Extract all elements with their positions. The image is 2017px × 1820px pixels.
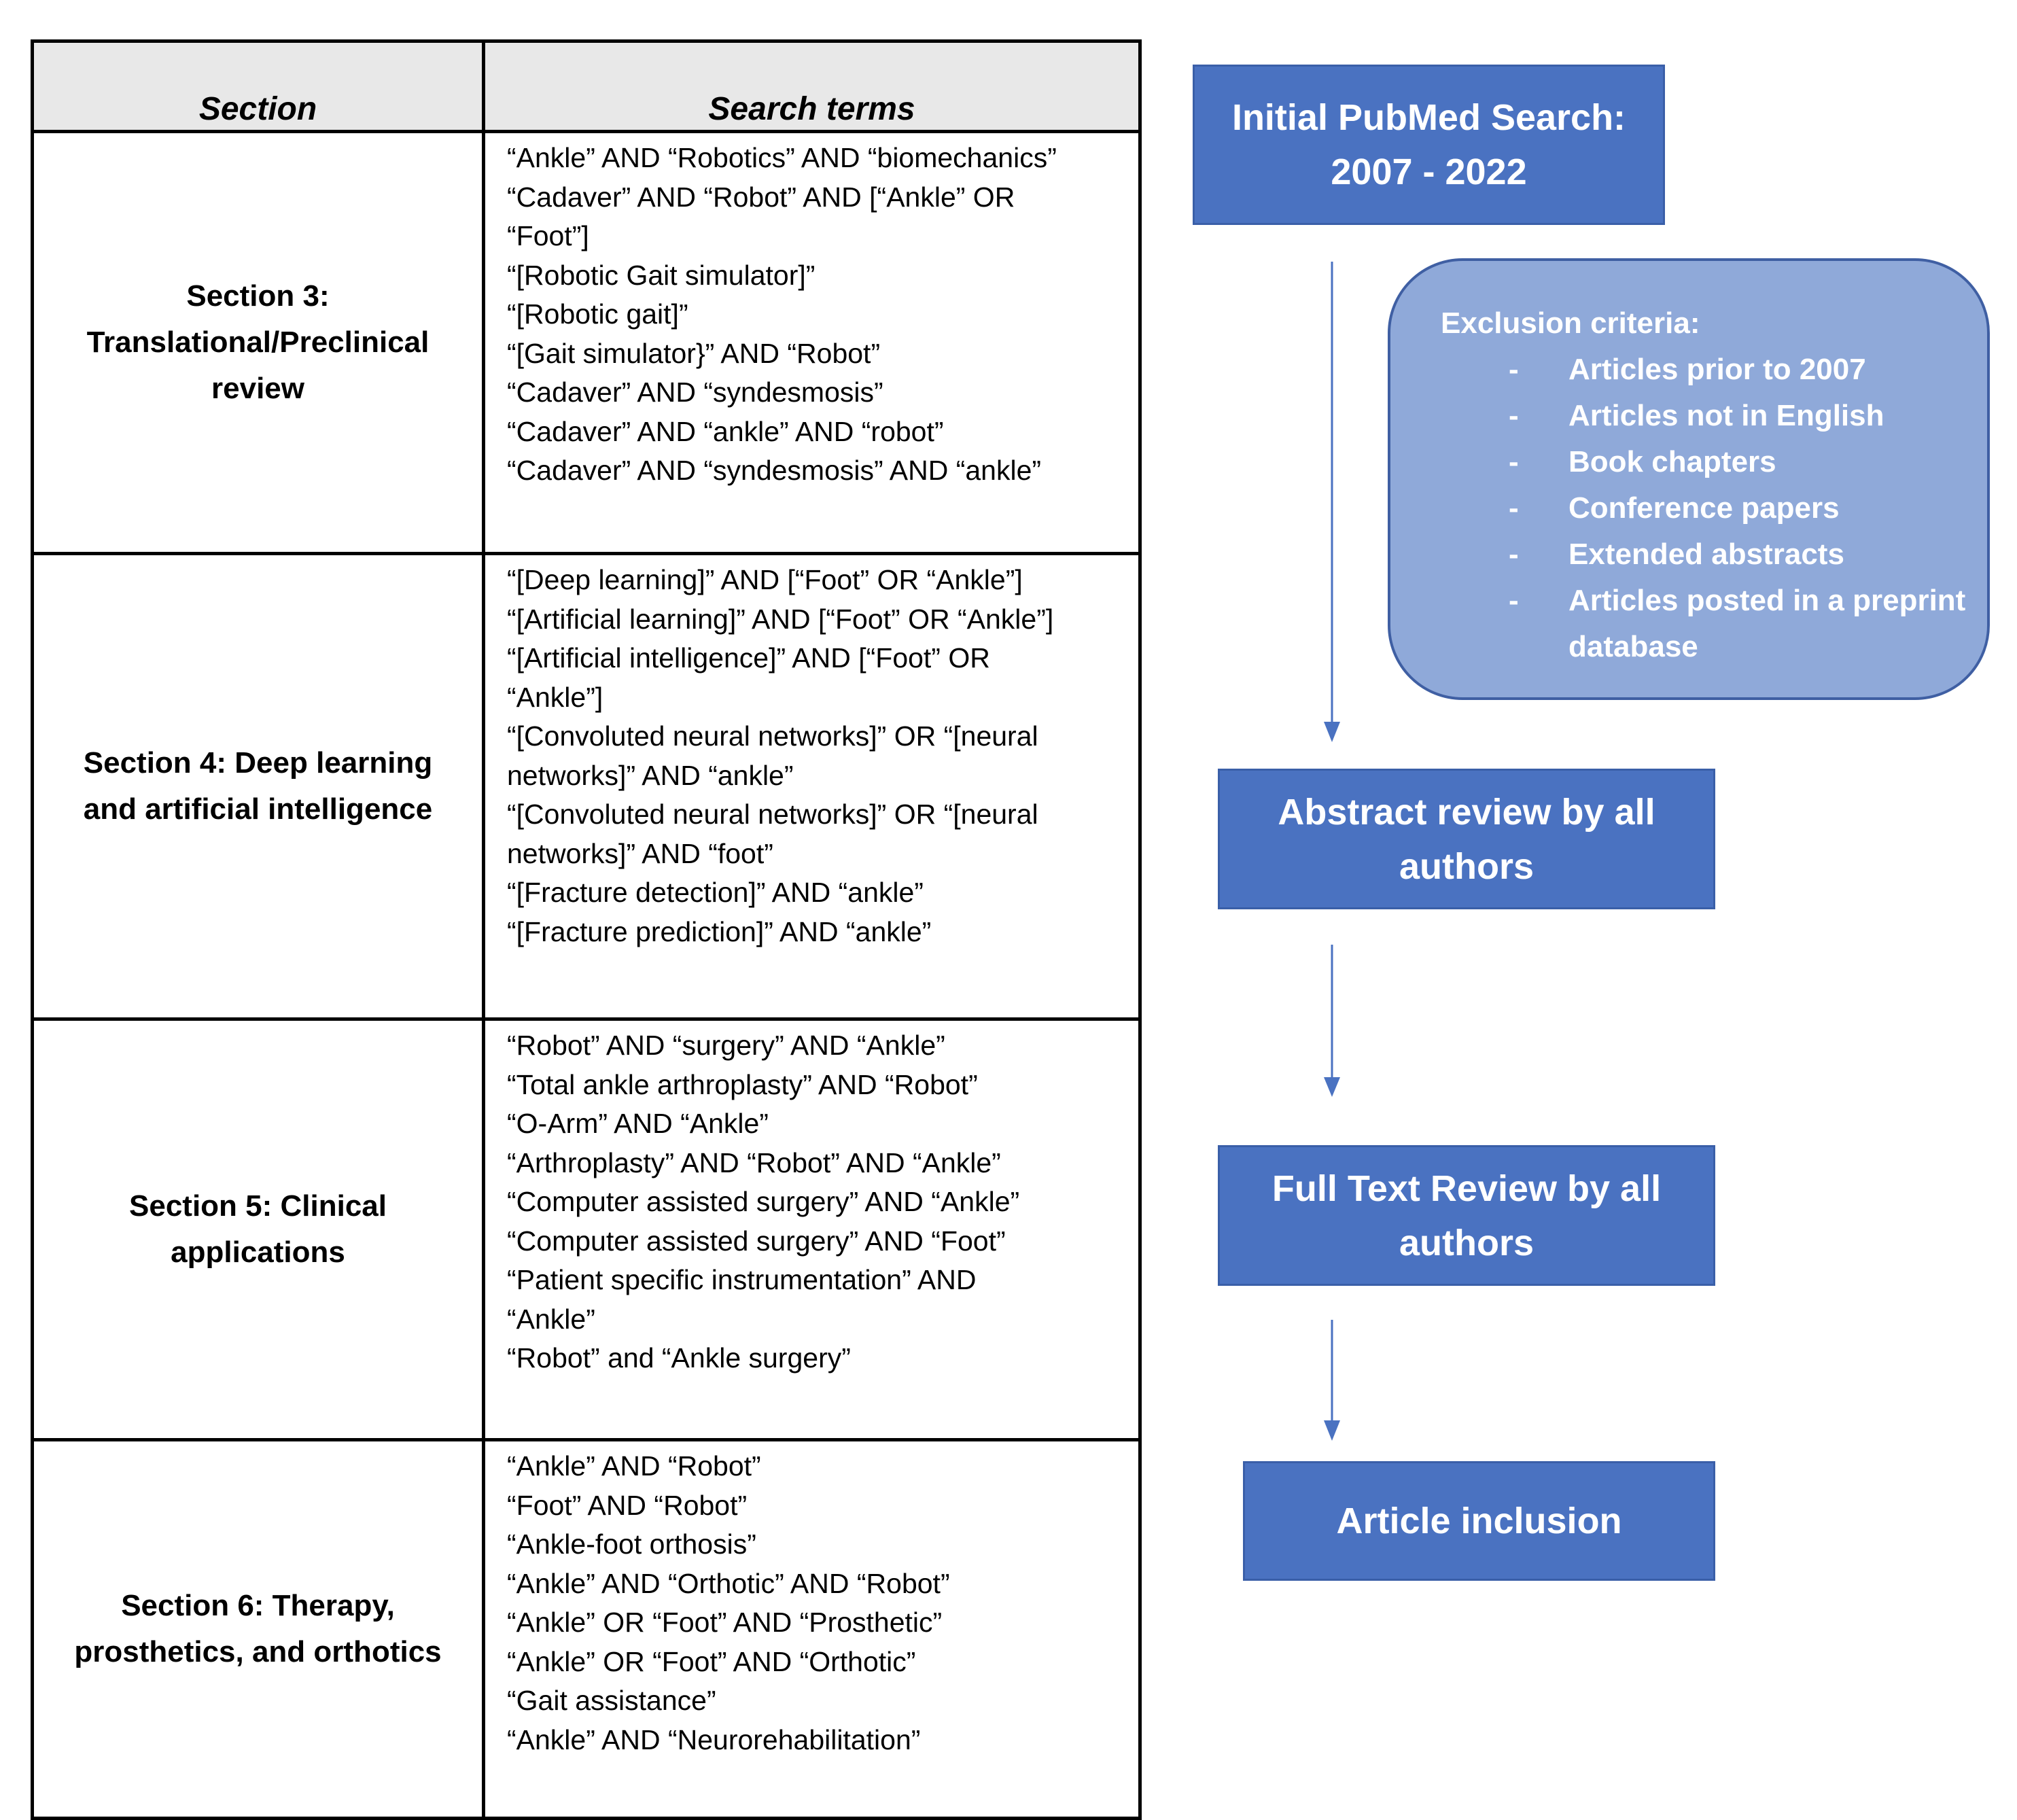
table-row: Section 5: Clinical applications “Robot” … [31, 1017, 1142, 1441]
section-name-line: Section 5: Clinical [129, 1189, 387, 1223]
search-term-line: “Arthroplasty” AND “Robot” AND “Ankle” [507, 1147, 1001, 1178]
initial-search-box: Initial PubMed Search: 2007 - 2022 [1193, 65, 1665, 225]
search-term-line: “Total ankle arthroplasty” AND “Robot” [507, 1068, 978, 1100]
search-term-line: networks]” AND “foot” [507, 837, 773, 869]
search-term-line: “[Fracture detection]” AND “ankle” [507, 877, 924, 908]
exclusion-item: - Book chapters [1390, 439, 1987, 485]
exclusion-item: - Articles posted in a preprint database [1390, 578, 1987, 670]
search-term-line: “[Gait simulator}” AND “Robot” [507, 337, 881, 369]
bullet-dash: - [1509, 399, 1519, 432]
section-name-cell: Section 3: Translational/Preclinical revie… [31, 130, 485, 555]
abstract-review-line: Abstract review by all [1278, 791, 1655, 833]
exclusion-item: - Articles not in English [1390, 393, 1987, 439]
search-term-line: “Robot” AND “surgery” AND “Ankle” [507, 1030, 945, 1061]
exclusion-item-text: Articles prior to 2007 [1568, 353, 1866, 386]
section-name-line: and artificial intelligence [83, 792, 433, 826]
search-term-line: “[Artificial learning]” AND [“Foot” OR “… [507, 603, 1054, 635]
section-name-line: Section 4: Deep learning [83, 746, 433, 780]
exclusion-criteria-box: Exclusion criteria: - Articles prior to … [1388, 258, 1990, 700]
table-row: Section 6: Therapy, prosthetics, and orth… [31, 1438, 1142, 1820]
search-term-line: “Ankle-foot orthosis” [507, 1528, 756, 1560]
full-text-review-line: authors [1399, 1222, 1534, 1263]
search-term-line: “Ankle” [507, 1303, 595, 1335]
exclusion-item: - Conference papers [1390, 485, 1987, 531]
search-term-line: “Cadaver” AND “syndesmosis” AND “ankle” [507, 455, 1042, 486]
search-term-line: “Foot”] [507, 220, 589, 251]
section-name-line: review [211, 372, 304, 405]
search-term-line: “[Fracture prediction]” AND “ankle” [507, 915, 932, 947]
search-term-line: “[Robotic gait]” [507, 298, 688, 330]
search-term-line: “[Deep learning]” AND [“Foot” OR “Ankle”… [507, 564, 1023, 595]
exclusion-item: - Extended abstracts [1390, 531, 1987, 578]
section-name-line: Translational/Preclinical [86, 326, 429, 359]
article-inclusion-box: Article inclusion [1243, 1461, 1715, 1581]
exclusion-item-text: Book chapters [1568, 445, 1776, 478]
section-name-cell: Section 5: Clinical applications [31, 1017, 485, 1441]
search-term-line: “Ankle” AND “Robot” [507, 1450, 761, 1482]
exclusion-title: Exclusion criteria: [1441, 307, 1700, 340]
search-term-line: “Ankle”] [507, 681, 603, 713]
search-term-line: “Robot” and “Ankle surgery” [507, 1342, 851, 1373]
search-terms-cell: “Robot” AND “surgery” AND “Ankle” “Total … [482, 1017, 1142, 1441]
arrow-abstract-to-fulltext [1324, 945, 1340, 1097]
search-term-line: “Computer assisted surgery” AND “Ankle” [507, 1186, 1020, 1217]
search-term-line: “Ankle” OR “Foot” AND “Orthotic” [507, 1645, 916, 1677]
initial-search-line: Initial PubMed Search: [1231, 97, 1626, 138]
abstract-review-line: authors [1399, 845, 1534, 887]
search-terms-table: Section Search terms Section 3: Translati… [31, 39, 1142, 1820]
section-name-line: Section 3: [186, 279, 330, 313]
exclusion-item: - Articles prior to 2007 [1390, 347, 1987, 393]
search-term-line: “Computer assisted surgery” AND “Foot” [507, 1225, 1006, 1257]
search-terms-cell: “[Deep learning]” AND [“Foot” OR “Ankle”… [482, 552, 1142, 1021]
search-term-line: networks]” AND “ankle” [507, 759, 794, 791]
search-term-line: “Gait assistance” [507, 1685, 716, 1716]
section-name-line: applications [171, 1236, 345, 1269]
search-term-line: “[Artificial intelligence]” AND [“Foot” … [507, 642, 990, 673]
section-name-cell: Section 6: Therapy, prosthetics, and orth… [31, 1438, 485, 1820]
search-term-line: “Cadaver” AND “ankle” AND “robot” [507, 415, 944, 447]
full-text-review-line: Full Text Review by all [1271, 1168, 1662, 1209]
table-row: Section 4: Deep learning and artificial i… [31, 552, 1142, 1021]
search-term-line: “[Robotic Gait simulator]” [507, 259, 815, 291]
arrow-initial-to-abstract [1324, 262, 1340, 742]
exclusion-item-text: Articles not in English [1568, 399, 1884, 432]
search-term-line: “Cadaver” AND “syndesmosis” [507, 377, 883, 408]
initial-search-line: 2007 - 2022 [1331, 152, 1527, 192]
section-name-cell: Section 4: Deep learning and artificial i… [31, 552, 485, 1021]
exclusion-list: - Articles prior to 2007 - Articles not … [1390, 347, 1987, 670]
search-term-line: “Foot” AND “Robot” [507, 1489, 748, 1521]
search-term-line: “[Convoluted neural networks]” OR “[neur… [507, 720, 1038, 752]
table-row: Section 3: Translational/Preclinical revie… [31, 130, 1142, 555]
bullet-dash: - [1509, 538, 1519, 571]
bullet-dash: - [1509, 584, 1519, 617]
section-column-header: Section [31, 39, 485, 133]
section-name-line: prosthetics, and orthotics [74, 1635, 442, 1668]
arrow-fulltext-to-inclusion [1324, 1320, 1340, 1441]
bullet-dash: - [1509, 445, 1519, 478]
search-terms-cell: “Ankle” AND “Robot” “Foot” AND “Robot” “An… [482, 1438, 1142, 1820]
search-term-line: “O-Arm” AND “Ankle” [507, 1108, 769, 1139]
exclusion-item-text: Conference papers [1568, 491, 1840, 525]
search-term-line: “Patient specific instrumentation” AND [507, 1264, 977, 1295]
bullet-dash: - [1509, 491, 1519, 525]
exclusion-item-text: Articles posted in a preprint database [1568, 584, 1966, 663]
bullet-dash: - [1509, 353, 1519, 386]
article-inclusion-line: Article inclusion [1336, 1501, 1622, 1541]
search-terms-cell: “Ankle” AND “Robotics” AND “biomechanics… [482, 130, 1142, 555]
search-term-line: “Ankle” AND “Robotics” AND “biomechanics… [507, 142, 1057, 173]
search-term-line: “Ankle” AND “Orthotic” AND “Robot” [507, 1567, 950, 1599]
search-term-line: “[Convoluted neural networks]” OR “[neur… [507, 799, 1038, 830]
exclusion-item-text: Extended abstracts [1568, 538, 1844, 571]
search-term-line: “Cadaver” AND “Robot” AND [“Ankle” OR [507, 181, 1015, 213]
search-terms-column-header: Search terms [482, 39, 1142, 133]
search-term-line: “Ankle” AND “Neurorehabilitation” [507, 1723, 921, 1755]
full-text-review-box: Full Text Review by all authors [1218, 1145, 1715, 1286]
section-name-line: Section 6: Therapy, [121, 1589, 395, 1622]
abstract-review-box: Abstract review by all authors [1218, 769, 1715, 909]
search-term-line: “Ankle” OR “Foot” AND “Prosthetic” [507, 1607, 943, 1638]
table-header-row: Section Search terms [31, 39, 1142, 133]
